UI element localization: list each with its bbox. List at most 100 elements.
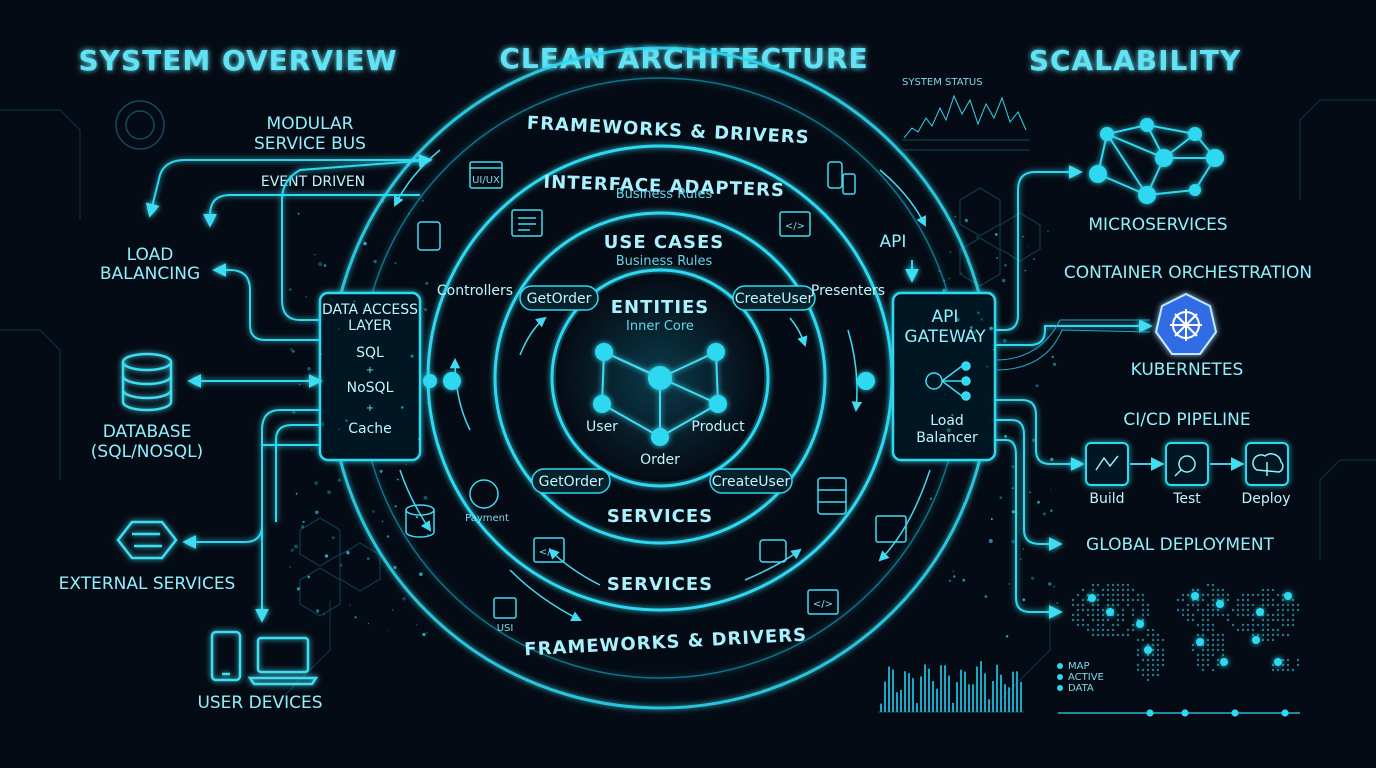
map-dot: [1136, 663, 1140, 667]
pill-getorder-top[interactable]: [519, 285, 599, 311]
map-legend-active: ACTIVE: [1068, 672, 1104, 683]
mini-bar: [944, 665, 946, 712]
build-icon[interactable]: [1085, 442, 1129, 486]
particle-dot: [943, 279, 945, 282]
mini-chart-top: SYSTEM STATUS: [902, 77, 1030, 151]
particle-dot: [1008, 582, 1011, 586]
node-entity-product: [709, 395, 727, 413]
map-dot: [1236, 613, 1240, 617]
ring-use-cases: [493, 211, 827, 545]
map-dot: [1176, 608, 1180, 612]
pill-createuser-top[interactable]: [732, 285, 816, 311]
map-dot: [1126, 598, 1130, 602]
map-dot: [1196, 633, 1200, 637]
map-dot: [1141, 613, 1145, 617]
map-legend: MAP ACTIVE DATA: [1057, 661, 1104, 694]
particle-dot: [307, 575, 311, 579]
map-dot: [1086, 623, 1090, 627]
map-dot: [1151, 673, 1155, 677]
particle-dot: [1001, 278, 1006, 283]
map-dot: [1131, 628, 1135, 632]
map-dot: [1071, 618, 1075, 622]
particle-dot: [1052, 362, 1057, 366]
api-gateway-title-1: API: [932, 307, 959, 327]
particle-dot: [419, 572, 423, 576]
map-dot: [1111, 588, 1115, 592]
map-dot: [1211, 648, 1215, 652]
mini-bar: [888, 666, 890, 712]
map-dot: [1281, 598, 1285, 602]
map-dot: [1111, 628, 1115, 632]
map-dot: [1106, 628, 1110, 632]
map-dot: [1076, 618, 1080, 622]
map-dot: [1206, 603, 1210, 607]
map-dot: [1106, 593, 1110, 597]
ring-entities: [550, 268, 770, 488]
map-dot: [1116, 613, 1120, 617]
map-dot: [1081, 623, 1085, 627]
particle-dot: [314, 254, 316, 256]
left-decor-dial: [115, 100, 165, 150]
left-connectors: [145, 153, 433, 623]
phone-icon: [210, 630, 242, 682]
map-dot: [1291, 668, 1295, 672]
label-kubernetes: KUBERNETES: [1131, 360, 1244, 380]
map-dot: [1116, 603, 1120, 607]
map-dot: [1161, 653, 1165, 657]
map-dot: [1211, 593, 1215, 597]
map-dot: [1076, 608, 1080, 612]
pill-createuser-top-label: CreateUser: [735, 291, 814, 307]
mini-bar: [880, 703, 882, 712]
particle-dot: [929, 497, 932, 500]
map-dot: [1271, 603, 1275, 607]
map-dot: [1191, 613, 1195, 617]
document-icon: [511, 209, 543, 237]
map-dot: [1241, 608, 1245, 612]
pill-createuser-bottom[interactable]: [709, 468, 793, 494]
api-gateway-box[interactable]: [891, 291, 997, 462]
ui-ux-icon: [469, 161, 503, 189]
hexagon-pattern: [299, 187, 1041, 617]
particle-dot: [1004, 263, 1007, 267]
map-dot: [1196, 588, 1200, 592]
map-dot: [1256, 593, 1260, 597]
mini-bar: [932, 681, 934, 712]
particle-dot: [373, 259, 377, 264]
map-dot: [1271, 663, 1275, 667]
mini-bar: [968, 684, 970, 712]
map-dot: [1121, 593, 1125, 597]
map-dot: [1206, 593, 1210, 597]
map-dot: [1221, 588, 1225, 592]
map-dot: [1081, 588, 1085, 592]
map-dot: [1116, 583, 1120, 587]
entities-nodes: [593, 343, 727, 446]
map-dot: [1176, 598, 1180, 602]
map-dot: [1276, 633, 1280, 637]
mini-bar: [988, 699, 990, 712]
particle-dot: [1004, 435, 1007, 438]
pill-getorder-bottom[interactable]: [531, 468, 611, 494]
particle-dot: [296, 587, 300, 591]
particle-dot: [297, 212, 300, 215]
particle-dot: [952, 570, 955, 573]
map-dot: [1271, 598, 1275, 602]
particle-dot: [345, 419, 348, 423]
particle-dot: [396, 478, 399, 481]
map-dot: [1081, 598, 1085, 602]
map-dot: [1241, 623, 1245, 627]
mini-bar: [996, 664, 998, 712]
particle-dot: [292, 350, 295, 353]
mini-bar: [952, 702, 954, 712]
label-payment: Payment: [465, 513, 509, 524]
map-dot: [1081, 618, 1085, 622]
map-dot: [1146, 663, 1150, 667]
map-dot: [1101, 588, 1105, 592]
mini-bar: [884, 681, 886, 712]
map-dot: [1216, 593, 1220, 597]
heading-system-overview: SYSTEM OVERVIEW: [79, 44, 398, 77]
map-dot: [1186, 613, 1190, 617]
card-icon-ring: [759, 539, 787, 563]
test-icon[interactable]: [1165, 442, 1209, 486]
particle-dot: [949, 462, 951, 464]
map-dot: [1151, 643, 1155, 647]
